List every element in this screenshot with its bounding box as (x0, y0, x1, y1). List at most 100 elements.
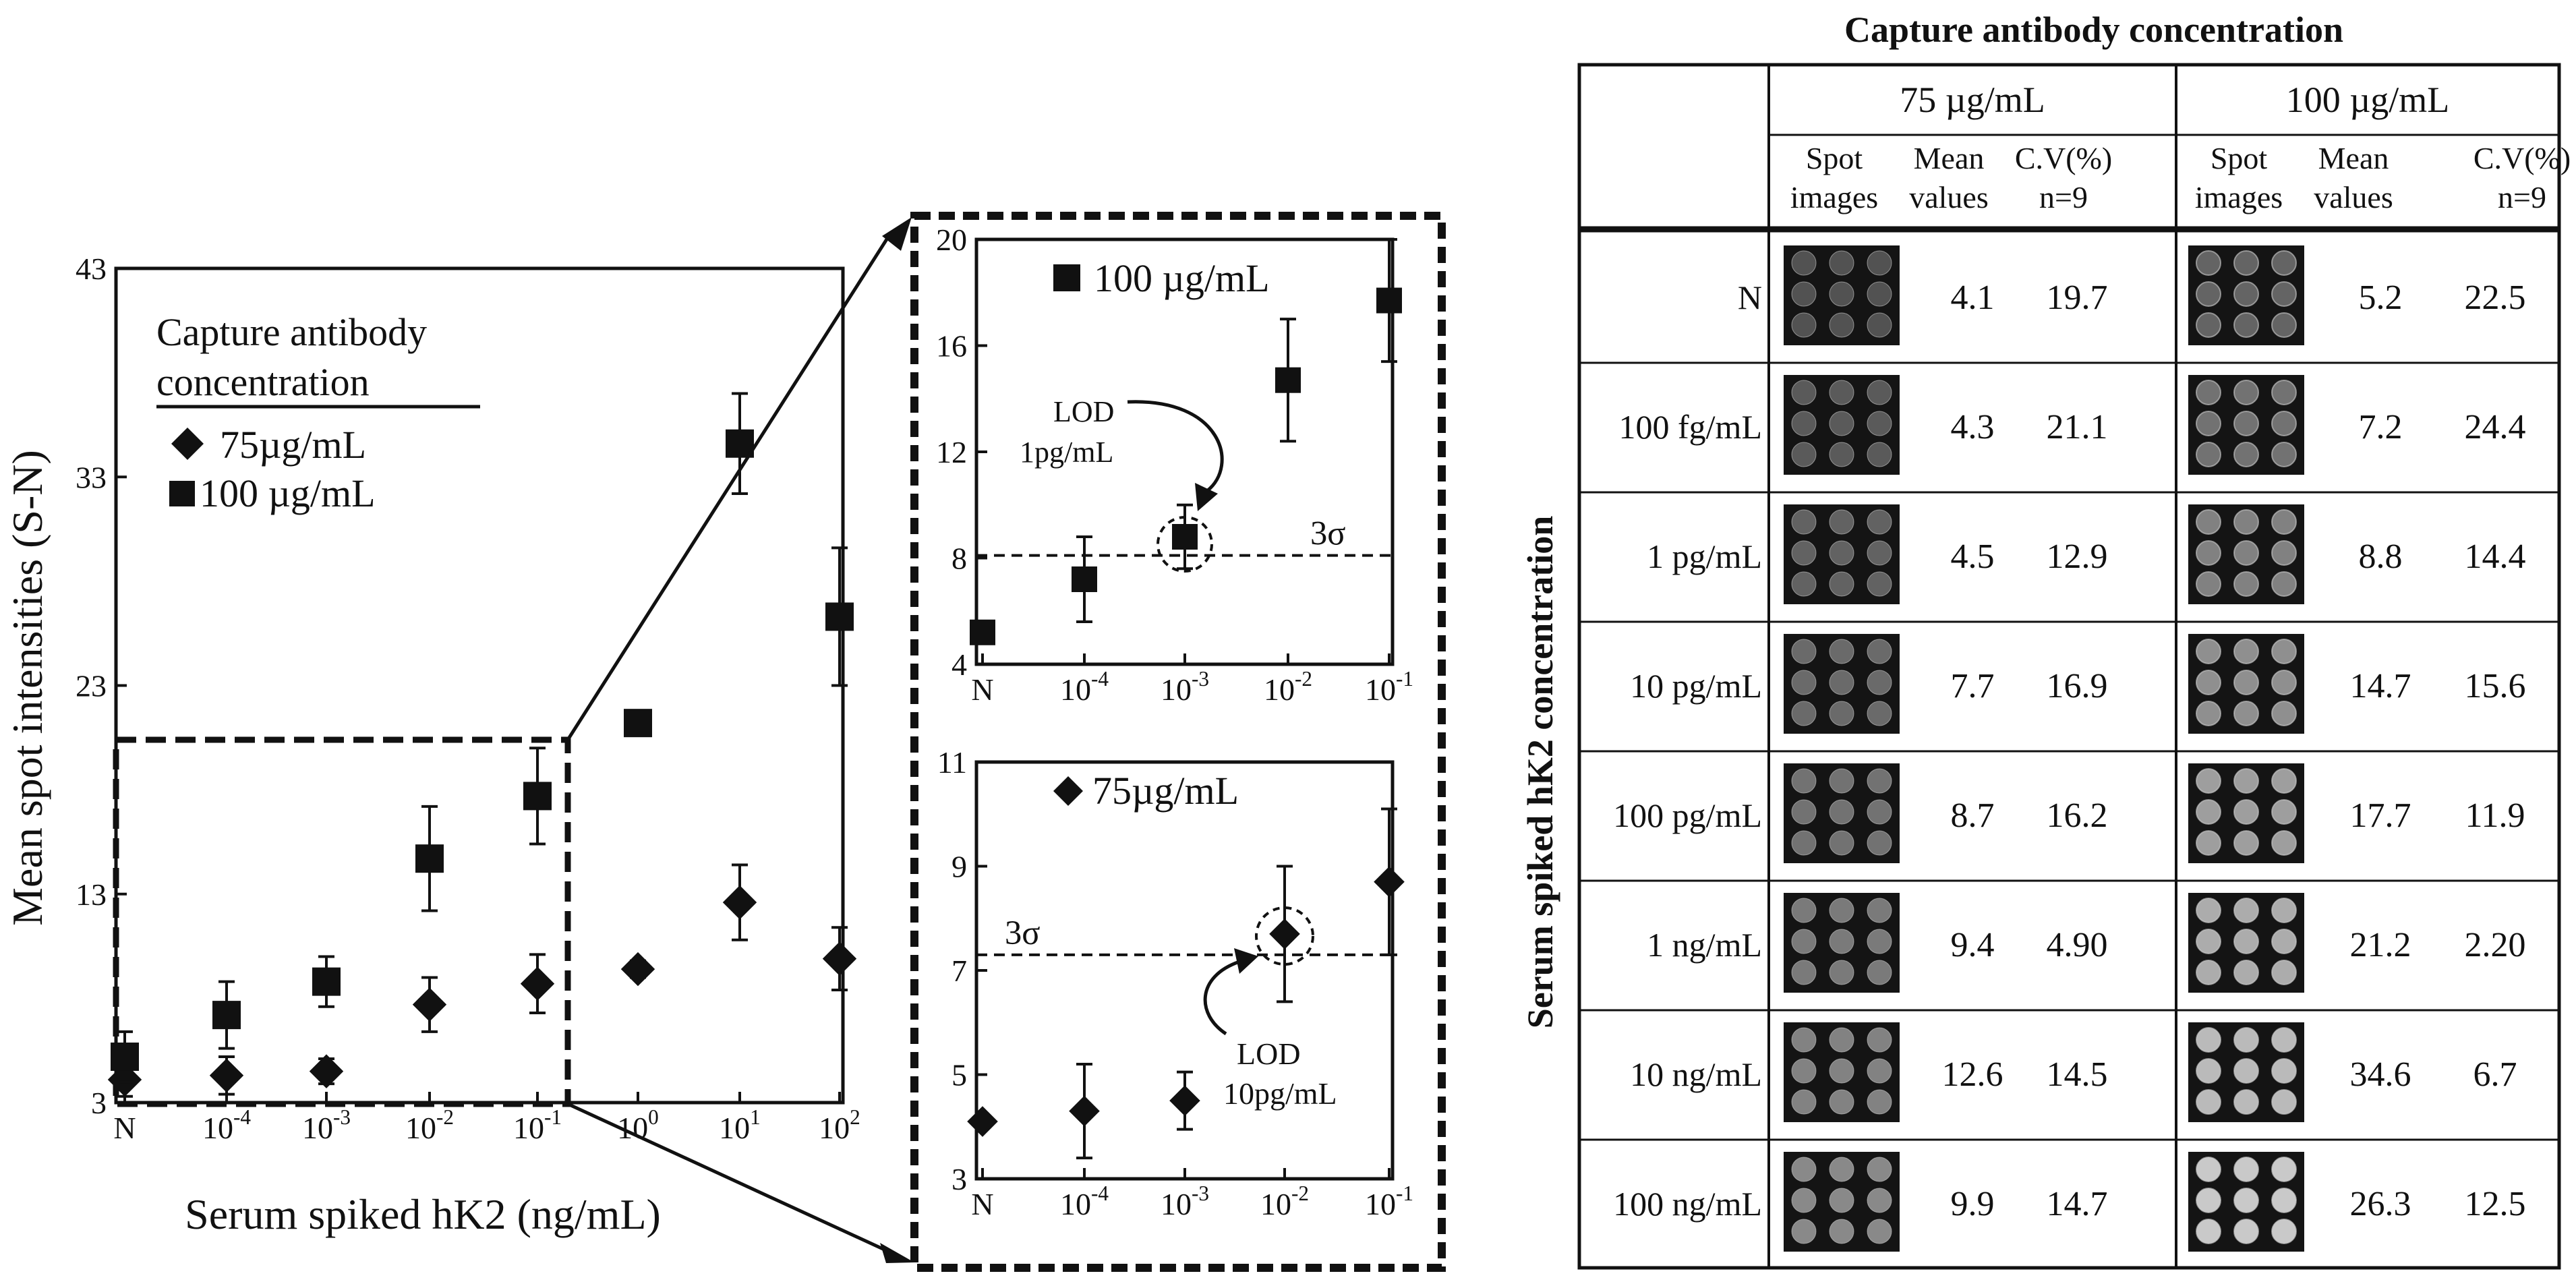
spot-image-well (2271, 1188, 2297, 1213)
spot-image-well (1791, 898, 1817, 923)
inset-top-y-tick-label: 20 (936, 223, 967, 257)
spot-image-well (1791, 929, 1817, 954)
spot-image-well (1829, 380, 1854, 405)
spot-image-well (1867, 830, 1892, 856)
main-y-tick-label: 13 (76, 877, 107, 912)
inset-bottom-lod-arrow (1203, 960, 1240, 1036)
inset-bottom-threshold-label: 3σ (1005, 914, 1041, 952)
spot-image-well (2196, 250, 2221, 276)
spot-image-well (1829, 1027, 1854, 1053)
spot-image-well (1829, 898, 1854, 923)
spot-image-well (1829, 929, 1854, 954)
spot-image-well (1791, 442, 1817, 467)
spot-image-well (1829, 442, 1854, 467)
table-cell-cv100: 12.5 (2465, 1185, 2526, 1223)
inset-top-y-tick-label: 16 (936, 329, 967, 363)
spot-image-well (2233, 312, 2259, 338)
main-y-axis-title: Mean spot intensities (S-N) (3, 450, 51, 926)
spot-image-well (1791, 411, 1817, 436)
table-cell-mean100: 5.2 (2359, 279, 2403, 317)
main-x-tick-label: 10-4 (202, 1105, 251, 1145)
inset-bottom-x-tick-label: 10-2 (1260, 1181, 1309, 1221)
spot-image-well (2233, 1188, 2259, 1213)
inset-top-square-point (1072, 566, 1097, 592)
legend-diamond-marker (171, 428, 204, 460)
inset-outer-frame (910, 212, 1446, 1272)
spot-image-well (2271, 701, 2297, 726)
spot-image-well (2196, 540, 2221, 566)
inset-top-data-marks (970, 238, 1402, 645)
spot-image-well (2271, 670, 2297, 695)
table-group-header: 100 µg/mL (2286, 80, 2450, 120)
spot-image-well (2233, 1027, 2259, 1053)
table-subheader-line2: images (1790, 180, 1878, 214)
spot-image-well (1829, 411, 1854, 436)
spot-image-well (2196, 281, 2221, 307)
table-cell-mean100: 14.7 (2350, 667, 2411, 705)
inset-bottom-x-tick-label: 10-4 (1060, 1181, 1109, 1221)
spot-image-well (2271, 250, 2297, 276)
main-diamond-point (309, 1054, 344, 1088)
table-cell-cv100: 11.9 (2465, 796, 2525, 835)
spot-image-well (2233, 898, 2259, 923)
inset-bottom-x-tick-label: 10-3 (1161, 1181, 1209, 1221)
spot-image-well (1867, 799, 1892, 825)
spot-image-well (1791, 281, 1817, 307)
spot-image-well (2271, 799, 2297, 825)
spot-image-well (1867, 1058, 1892, 1084)
spot-image-well (1791, 250, 1817, 276)
main-square-point (212, 1001, 241, 1030)
main-y-tick-label: 33 (76, 460, 107, 494)
spot-image-well (2233, 799, 2259, 825)
main-square-point (312, 967, 341, 996)
main-x-tick-label: 10-1 (513, 1105, 562, 1145)
table-cell-mean75: 8.7 (1951, 796, 1995, 835)
inset-top-square-point (1376, 287, 1402, 314)
table-cell-cv75: 16.2 (2047, 796, 2108, 835)
spot-image-well (2271, 639, 2297, 664)
table-subheader-line1: Mean (1914, 141, 1985, 175)
spot-image-well (1829, 830, 1854, 856)
inset-bottom-legend-marker (1053, 776, 1083, 806)
table-title: Capture antibody concentration (1844, 9, 2343, 50)
spot-image-well (2233, 639, 2259, 664)
table-cell-mean75: 9.4 (1951, 926, 1995, 964)
spot-image-well (2233, 670, 2259, 695)
spot-image-well (1867, 442, 1892, 467)
zoom-arrows (566, 217, 914, 1263)
spot-image-well (1829, 670, 1854, 695)
spot-image-well (2271, 929, 2297, 954)
spot-image-well (2271, 1089, 2297, 1115)
spot-image-well (2271, 1219, 2297, 1244)
spot-image-well (2196, 960, 2221, 985)
legend-entry-75: 75µg/mL (220, 423, 366, 467)
table-cell-mean100: 17.7 (2350, 796, 2411, 835)
spot-image-well (2196, 898, 2221, 923)
inset-bottom-diamond-point (967, 1106, 998, 1137)
main-square-point (624, 709, 652, 738)
table-subheader-line1: C.V(%) (2473, 141, 2571, 175)
table-cell-mean100: 34.6 (2350, 1055, 2411, 1094)
table-subheader-line2: values (2314, 180, 2393, 214)
table-cell-mean75: 12.6 (1942, 1055, 2003, 1094)
spot-image-well (2233, 509, 2259, 535)
table-cell-cv75: 14.5 (2047, 1055, 2108, 1094)
inset-top-lod-circle (1157, 516, 1213, 573)
inset-bottom-x-tick-label: N (971, 1187, 993, 1221)
main-diamond-point (822, 941, 857, 976)
spot-image-well (1867, 509, 1892, 535)
spot-image-well (2196, 768, 2221, 794)
main-x-tick-label: 10-3 (302, 1105, 351, 1145)
inset-bottom-legend-label: 75µg/mL (1092, 769, 1239, 813)
legend-title-line2: concentration (156, 360, 370, 404)
spot-image-well (2271, 1027, 2297, 1053)
main-diamond-point (722, 885, 757, 920)
main-square-point (415, 844, 444, 873)
inset-top-square-point (1275, 367, 1301, 393)
spot-image-well (1867, 1027, 1892, 1053)
inset-top-x-tick-label: 10-3 (1161, 667, 1209, 707)
inset-bottom-data-marks (967, 807, 1405, 1160)
